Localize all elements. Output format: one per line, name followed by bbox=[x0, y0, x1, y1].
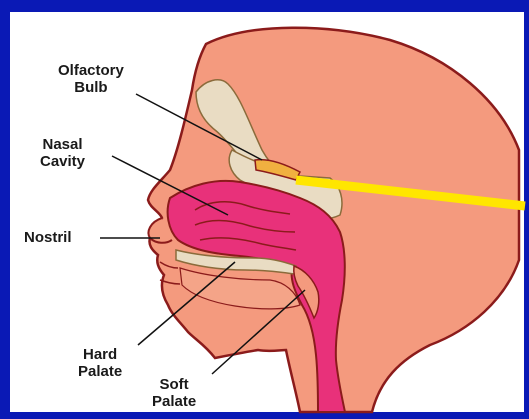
label-olfactory-bulb-line2: Bulb bbox=[58, 79, 124, 96]
label-soft-palate-line2: Palate bbox=[152, 393, 196, 410]
label-nasal-cavity: Nasal Cavity bbox=[40, 136, 85, 170]
label-hard-palate-line1: Hard bbox=[78, 346, 122, 363]
label-hard-palate: Hard Palate bbox=[78, 346, 122, 380]
label-nasal-cavity-line1: Nasal bbox=[40, 136, 85, 153]
label-nostril: Nostril bbox=[24, 229, 72, 246]
label-nasal-cavity-line2: Cavity bbox=[40, 153, 85, 170]
label-nostril-line1: Nostril bbox=[24, 229, 72, 246]
label-olfactory-bulb-line1: Olfactory bbox=[58, 62, 124, 79]
label-olfactory-bulb: Olfactory Bulb bbox=[58, 62, 124, 96]
label-soft-palate: Soft Palate bbox=[152, 376, 196, 410]
label-soft-palate-line1: Soft bbox=[152, 376, 196, 393]
label-hard-palate-line2: Palate bbox=[78, 363, 122, 380]
